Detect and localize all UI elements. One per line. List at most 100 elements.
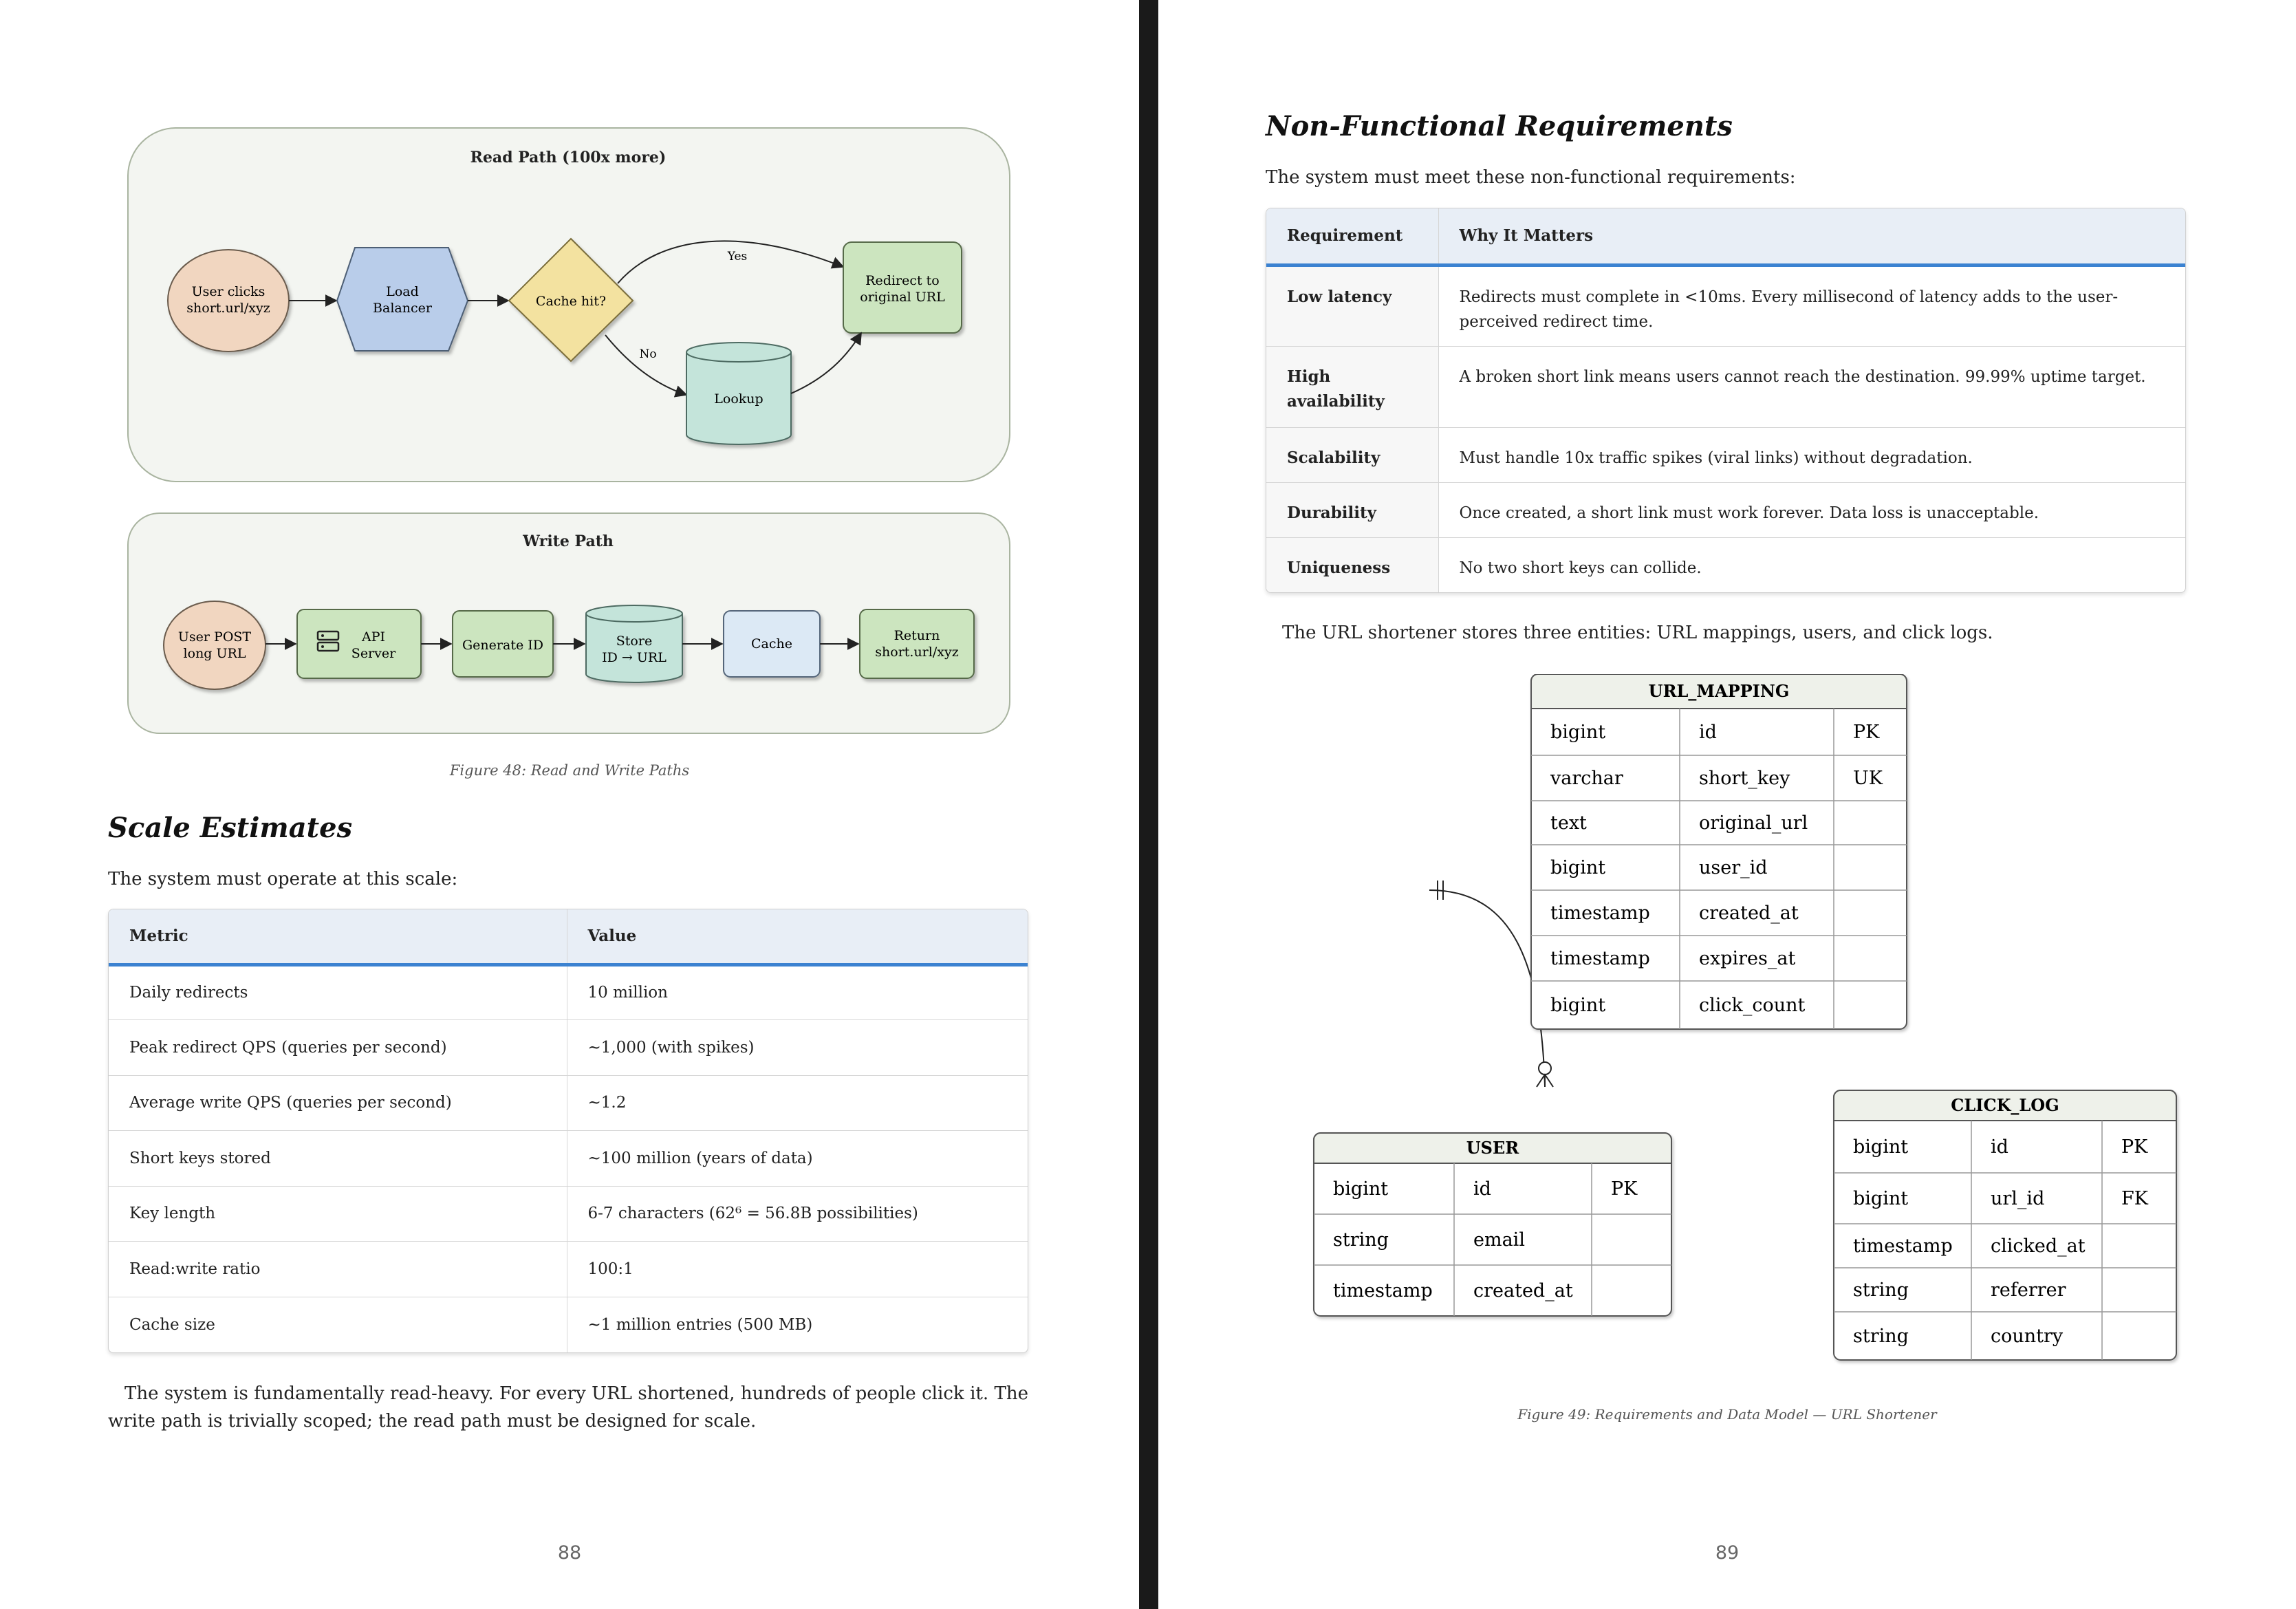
er-field-type: string: [1853, 1279, 1909, 1301]
er-field-name: id: [1699, 722, 1717, 743]
crow-foot-many-icon: [1536, 1073, 1554, 1088]
er-field-name: expires_at: [1699, 948, 1795, 969]
er-field-name: click_count: [1699, 995, 1806, 1016]
read-path-title: Read Path (100x more): [470, 149, 667, 166]
scale-table-row: Short keys stored~100 million (years of …: [109, 1130, 1028, 1186]
write-store-node: Store ID → URL: [585, 605, 683, 683]
scale-metric-cell: Peak redirect QPS (queries per second): [109, 1019, 567, 1075]
er-field-name: id: [1473, 1178, 1491, 1200]
er-entity-title: URL_MAPPING: [1649, 681, 1790, 701]
er-field-type: timestamp: [1853, 1235, 1953, 1257]
scale-table-row: Cache size~1 million entries (500 MB): [109, 1296, 1028, 1352]
er-field-type: timestamp: [1550, 948, 1650, 969]
nfr-header-why: Why It Matters: [1438, 208, 2185, 267]
svg-text:Lookup: Lookup: [714, 391, 763, 407]
er-field-key: PK: [2121, 1136, 2148, 1158]
er-field-type: bigint: [1550, 722, 1605, 743]
rel-tracks-line: [1429, 889, 1546, 1086]
svg-text:Load: Load: [386, 284, 419, 299]
svg-text:Generate ID: Generate ID: [462, 638, 543, 653]
svg-text:User clicks: User clicks: [192, 284, 266, 299]
write-generate-node: Generate ID: [452, 610, 554, 678]
nfr-why-cell: Redirects must complete in <10ms. Every …: [1438, 264, 2185, 346]
server-icon: [316, 630, 340, 652]
svg-text:Return: Return: [894, 628, 940, 643]
er-entity-title: USER: [1466, 1138, 1520, 1158]
page-number-left: 88: [557, 1542, 582, 1564]
er-field-name: email: [1473, 1229, 1525, 1251]
er-field-name: url_id: [1991, 1188, 2044, 1209]
scale-value-cell: 6-7 characters (62⁶ = 56.8B possibilitie…: [567, 1185, 1028, 1242]
read-edge-no: [605, 334, 688, 398]
svg-text:original URL: original URL: [860, 290, 945, 305]
read-cache-decision-node: Cache hit?: [508, 237, 634, 363]
read-edge-yes: [617, 240, 845, 284]
er-field-key: UK: [1853, 768, 1883, 789]
er-field-type: string: [1333, 1229, 1389, 1251]
write-return-node: Return short.url/xyz: [859, 609, 975, 679]
er-field-key: FK: [2121, 1188, 2149, 1209]
er-field-type: text: [1550, 812, 1587, 834]
scale-value-cell: ~1.2: [567, 1075, 1028, 1131]
er-field-type: timestamp: [1333, 1280, 1433, 1302]
svg-text:ID → URL: ID → URL: [602, 650, 667, 665]
er-entity-title: CLICK_LOG: [1951, 1095, 2059, 1115]
scale-metric-cell: Key length: [109, 1185, 567, 1242]
right-page: Non-Functional Requirements The system m…: [1158, 0, 2296, 1609]
er-field-type: string: [1853, 1326, 1909, 1347]
svg-text:long URL: long URL: [184, 646, 246, 661]
nfr-intro: The system must meet these non-functiona…: [1266, 167, 1796, 188]
er-field-name: user_id: [1699, 857, 1768, 878]
er-field-key: PK: [1853, 722, 1880, 743]
er-field-name: clicked_at: [1991, 1235, 2086, 1257]
edge-no-label: No: [639, 347, 656, 361]
scale-metric-cell: Cache size: [109, 1296, 567, 1352]
nfr-requirement-cell: Scalability: [1266, 426, 1439, 482]
scale-value-cell: 10 million: [567, 964, 1028, 1020]
scale-value-cell: ~1,000 (with spikes): [567, 1019, 1028, 1075]
er-field-type: bigint: [1333, 1178, 1388, 1200]
nfr-header-requirement: Requirement: [1266, 208, 1439, 267]
scale-header-metric: Metric: [109, 909, 567, 967]
page-number-right: 89: [1715, 1542, 1740, 1564]
svg-text:Server: Server: [351, 646, 396, 661]
read-lb-node: Load Balancer: [336, 247, 469, 352]
er-field-name: created_at: [1699, 903, 1799, 924]
closing-paragraph: The system is fundamentally read-heavy. …: [108, 1383, 1028, 1432]
figure-48-caption: Figure 48: Read and Write Paths: [449, 762, 690, 779]
scale-table-row: Average write QPS (queries per second)~1…: [109, 1075, 1028, 1131]
edge-yes-label: Yes: [727, 250, 748, 263]
write-api-node: API Server: [296, 609, 422, 679]
nfr-why-cell: Once created, a short link must work for…: [1438, 482, 2185, 537]
svg-text:short.url/xyz: short.url/xyz: [186, 301, 270, 316]
read-lookup-node: Lookup: [686, 342, 792, 445]
scale-intro: The system must operate at this scale:: [108, 869, 458, 889]
book-gutter: [1139, 0, 1158, 1609]
read-write-diagram: Read Path (100x more) User clicks short.…: [127, 127, 1010, 734]
zero-optional-icon: [1538, 1061, 1552, 1075]
scale-value-cell: ~1 million entries (500 MB): [567, 1296, 1028, 1352]
figure-49-caption: Figure 49: Requirements and Data Model —…: [1517, 1406, 1937, 1423]
svg-text:API: API: [361, 629, 385, 645]
read-user-node: User clicks short.url/xyz: [167, 249, 290, 352]
nfr-requirement-cell: Low latency: [1266, 264, 1439, 346]
er-field-type: varchar: [1550, 768, 1623, 789]
er-field-name: referrer: [1991, 1279, 2066, 1301]
scale-value-cell: 100:1: [567, 1241, 1028, 1297]
nfr-requirement-cell: Durability: [1266, 482, 1439, 537]
scale-table-row: Peak redirect QPS (queries per second)~1…: [109, 1019, 1028, 1075]
er-field-type: bigint: [1550, 995, 1605, 1016]
scale-header-value: Value: [567, 909, 1028, 967]
svg-text:Store: Store: [616, 634, 652, 649]
nfr-heading: Non-Functional Requirements: [1266, 110, 1733, 142]
entities-intro: The URL shortener stores three entities:…: [1282, 623, 1993, 643]
